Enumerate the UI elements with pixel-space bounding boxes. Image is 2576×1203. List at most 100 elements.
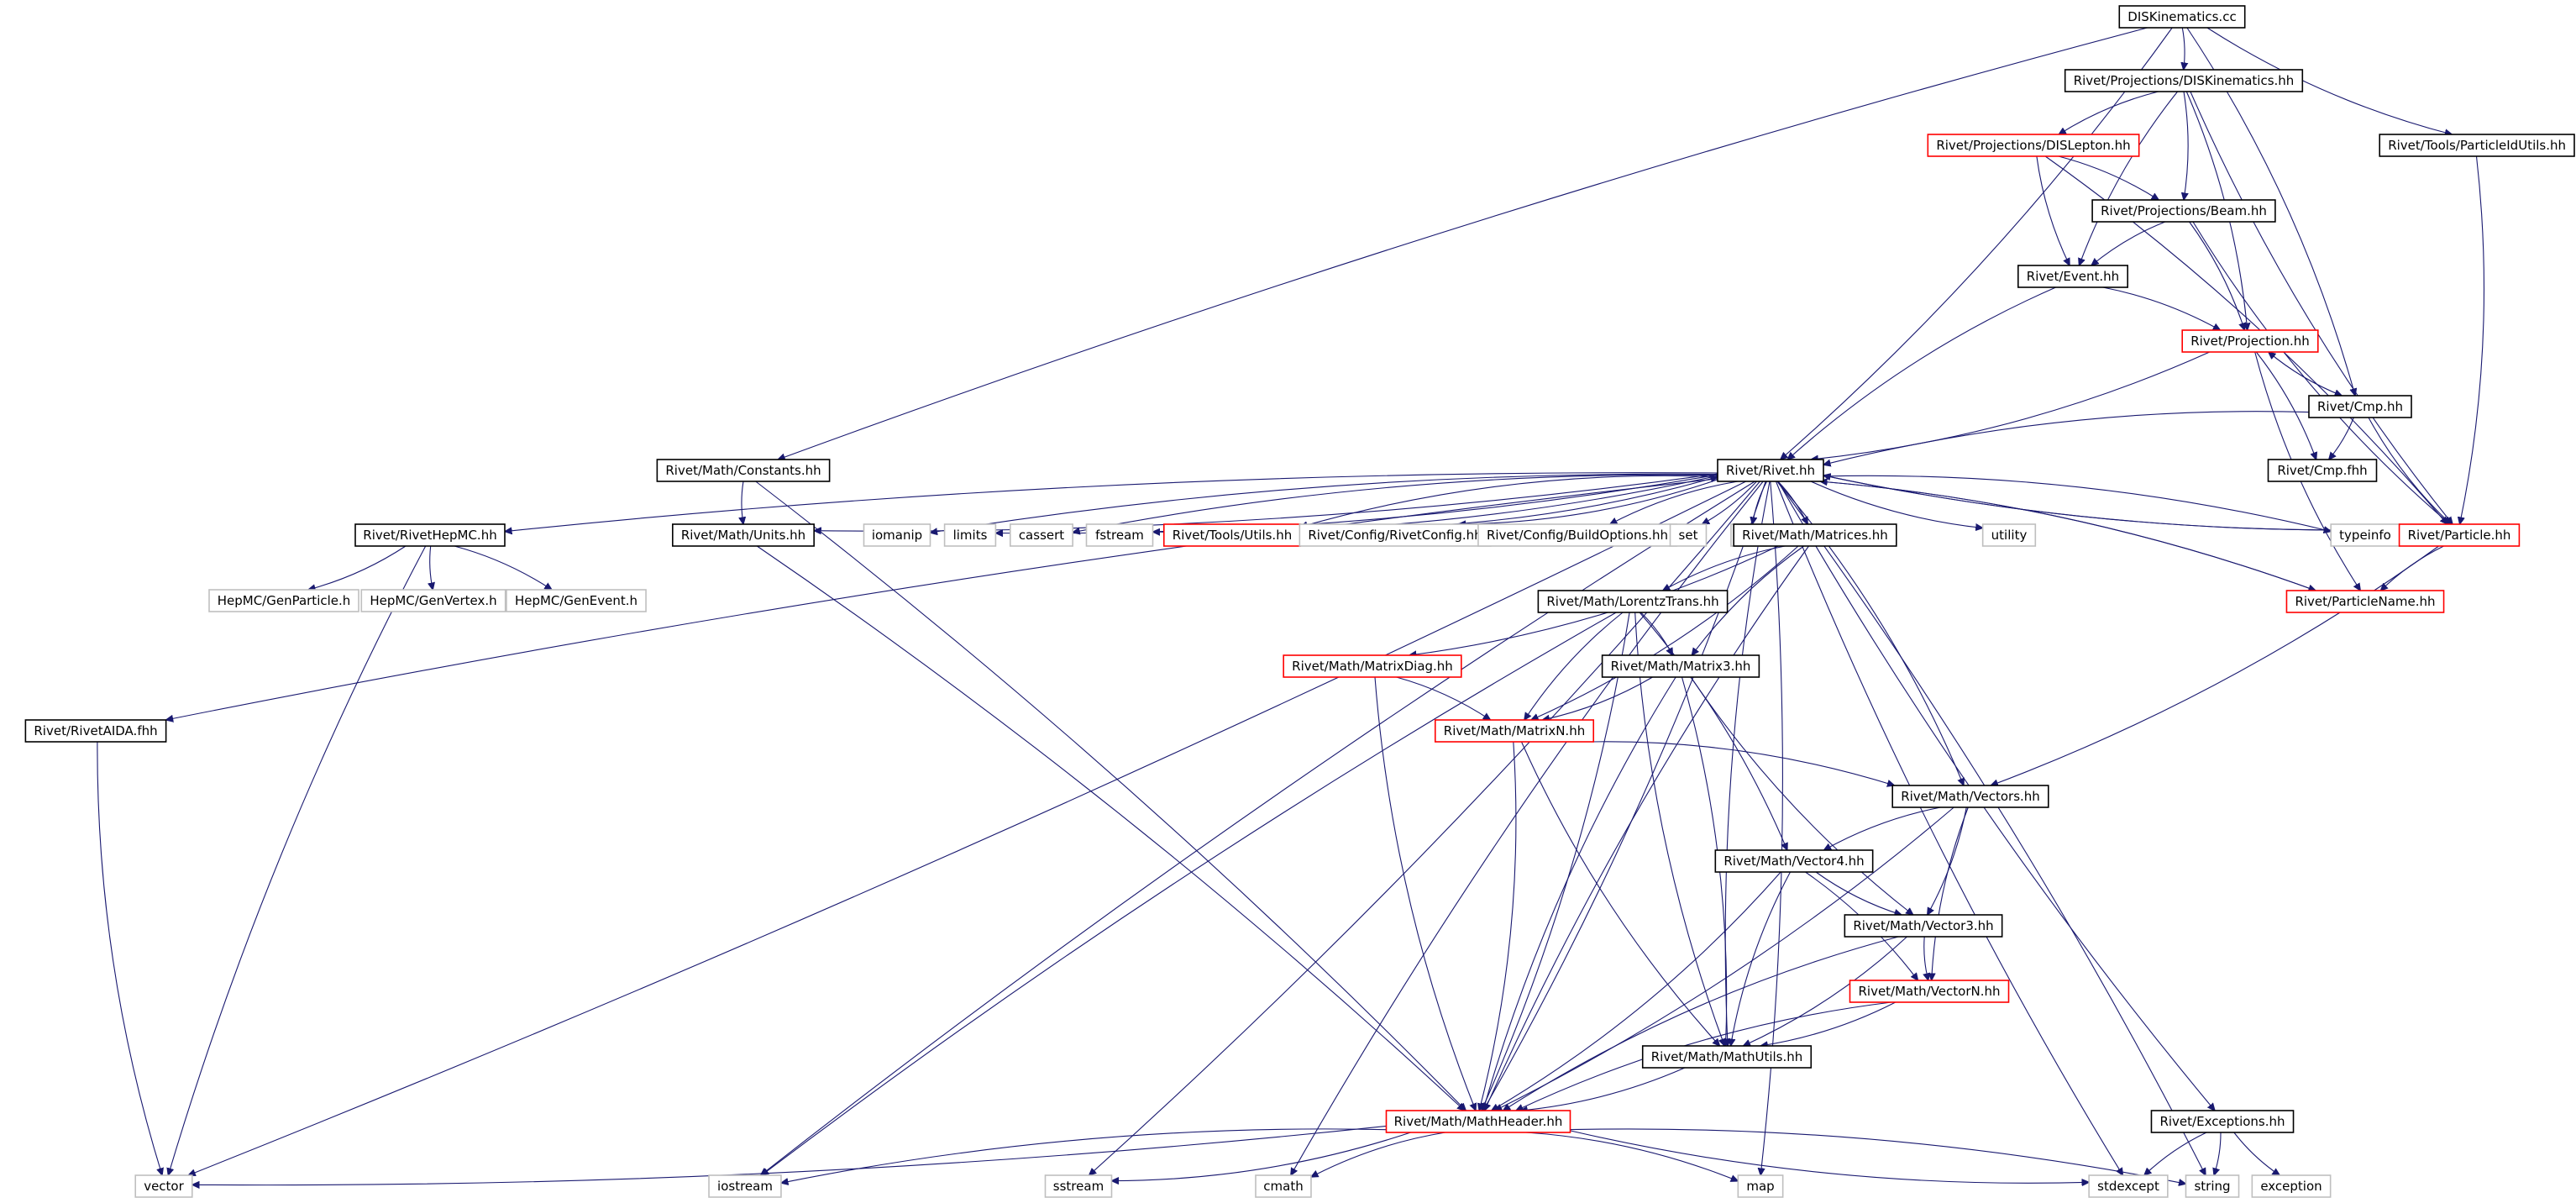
edge-rivet-to-sstream (1089, 481, 1760, 1175)
graph-node-set[interactable]: set (1669, 523, 1708, 547)
edge-rivet-to-iomanip (931, 473, 1718, 533)
edge-proj-to-cmp (2268, 351, 2342, 396)
node-box (1714, 849, 1874, 873)
node-box (2251, 1174, 2332, 1198)
graph-node-m3[interactable]: Rivet/Math/Matrix3.hh (1601, 654, 1760, 678)
graph-node-mn[interactable]: Rivet/Math/MatrixN.hh (1434, 719, 1595, 743)
node-box (863, 523, 931, 547)
graph-node-particle[interactable]: Rivet/Particle.hh (2398, 523, 2521, 547)
edge-rivet-to-set (1702, 481, 1757, 524)
graph-node-cmath[interactable]: cmath (1255, 1174, 1312, 1198)
edge-matrices-to-m3 (1692, 545, 1805, 655)
graph-node-lorentz[interactable]: Rivet/Math/LorentzTrans.hh (1537, 590, 1729, 613)
edge-vectors-to-vn (1932, 806, 1969, 980)
node-box (2185, 1174, 2240, 1198)
graph-node-utility[interactable]: utility (1981, 523, 2037, 547)
graph-node-fstream[interactable]: fstream (1085, 523, 1154, 547)
node-label: HepMC/GenVertex.h (370, 593, 496, 608)
node-label: string (2194, 1179, 2230, 1194)
edge-units-to-mheader (756, 545, 1464, 1111)
node-label: HepMC/GenEvent.h (515, 593, 637, 608)
graph-node-sstream[interactable]: sstream (1044, 1174, 1113, 1198)
node-label: Rivet/Config/RivetConfig.hh (1308, 528, 1482, 543)
graph-node-rivet[interactable]: Rivet/Rivet.hh (1717, 459, 1824, 482)
edge-mdiag-to-mn (1396, 676, 1491, 720)
edge-pbeam-to-proj (2189, 221, 2245, 330)
node-label: Rivet/RivetHepMC.hh (363, 528, 496, 543)
graph-node-string[interactable]: string (2185, 1174, 2240, 1198)
graph-node-mdiag[interactable]: Rivet/Math/MatrixDiag.hh (1283, 654, 1462, 678)
node-label: Rivet/Exceptions.hh (2159, 1114, 2285, 1129)
graph-node-v4[interactable]: Rivet/Math/Vector4.hh (1714, 849, 1874, 873)
graph-node-event[interactable]: Rivet/Event.hh (2017, 265, 2128, 288)
node-label: iostream (717, 1179, 773, 1194)
graph-node-cmp[interactable]: Rivet/Cmp.hh (2308, 395, 2412, 418)
graph-node-root[interactable]: DISKinematics.cc (2118, 5, 2246, 29)
node-box (1981, 523, 2037, 547)
edge-vn-to-mheader (1516, 1001, 1892, 1111)
graph-node-pbeam[interactable]: Rivet/Projections/Beam.hh (2091, 199, 2276, 223)
graph-node-rcfg[interactable]: Rivet/Config/RivetConfig.hh (1298, 523, 1492, 547)
graph-node-map[interactable]: map (1737, 1174, 1784, 1198)
graph-node-typeinfo[interactable]: typeinfo (2330, 523, 2400, 547)
graph-node-stdexcept[interactable]: stdexcept (2088, 1174, 2169, 1198)
graph-node-consts[interactable]: Rivet/Math/Constants.hh (656, 459, 831, 482)
graph-node-cmpf[interactable]: Rivet/Cmp.fhh (2267, 459, 2378, 482)
graph-node-tutils[interactable]: Rivet/Tools/Utils.hh (1162, 523, 1302, 547)
node-box (2091, 199, 2276, 223)
graph-node-exception[interactable]: exception (2251, 1174, 2332, 1198)
node-label: limits (953, 528, 988, 543)
node-label: Rivet/Cmp.hh (2317, 399, 2403, 414)
graph-node-iomanip[interactable]: iomanip (863, 523, 931, 547)
graph-node-pdislep[interactable]: Rivet/Projections/DISLepton.hh (1927, 134, 2140, 157)
node-box (1537, 590, 1729, 613)
node-label: Rivet/Math/Units.hh (681, 528, 805, 543)
edge-root-to-consts (778, 27, 2148, 460)
node-label: Rivet/ParticleName.hh (2295, 594, 2435, 609)
graph-node-tpid[interactable]: Rivet/Tools/ParticleIdUtils.hh (2379, 134, 2575, 157)
edge-m3-to-v3 (1690, 676, 1913, 915)
graph-node-vector[interactable]: vector (134, 1174, 193, 1198)
graph-node-genevent[interactable]: HepMC/GenEvent.h (506, 589, 647, 612)
graph-node-hepmc[interactable]: Rivet/RivetHepMC.hh (354, 523, 506, 547)
edge-root-to-pdiskin (2182, 27, 2185, 70)
graph-node-mutils[interactable]: Rivet/Math/MathUtils.hh (1641, 1045, 1813, 1069)
graph-node-vn[interactable]: Rivet/Math/VectorN.hh (1849, 980, 2010, 1003)
graph-node-bopt[interactable]: Rivet/Config/BuildOptions.hh (1477, 523, 1677, 547)
edge-consts-to-mheader (755, 481, 1466, 1111)
graph-node-exceptions[interactable]: Rivet/Exceptions.hh (2150, 1110, 2295, 1133)
graph-node-mheader[interactable]: Rivet/Math/MathHeader.hh (1385, 1110, 1571, 1133)
graph-node-units[interactable]: Rivet/Math/Units.hh (672, 523, 815, 547)
graph-node-matrices[interactable]: Rivet/Math/Matrices.hh (1733, 523, 1897, 547)
graph-node-limits[interactable]: limits (943, 523, 997, 547)
node-box (672, 523, 815, 547)
edge-vn-to-mutils (1760, 1001, 1897, 1046)
node-label: HepMC/GenParticle.h (218, 593, 351, 608)
edge-pdiskin-to-particle (2190, 91, 2453, 524)
graph-node-pdiskin[interactable]: Rivet/Projections/DISKinematics.hh (2064, 69, 2304, 92)
edge-matrices-to-mheader (1485, 545, 1809, 1111)
graph-node-genvertex[interactable]: HepMC/GenVertex.h (360, 589, 506, 612)
graph-node-pname[interactable]: Rivet/ParticleName.hh (2285, 590, 2445, 613)
node-label: typeinfo (2339, 528, 2391, 543)
node-label: Rivet/Math/MatrixDiag.hh (1292, 659, 1453, 674)
node-box (1010, 523, 1073, 547)
node-box (1737, 1174, 1784, 1198)
edge-mheader-to-cmath (1311, 1132, 1445, 1177)
node-label: Rivet/Cmp.fhh (2277, 463, 2367, 478)
graph-node-genparticle[interactable]: HepMC/GenParticle.h (208, 589, 359, 612)
graph-node-cassert[interactable]: cassert (1010, 523, 1073, 547)
edge-lorentz-to-m3 (1640, 612, 1673, 655)
node-label: Rivet/Projection.hh (2190, 334, 2310, 349)
graph-node-vectors[interactable]: Rivet/Math/Vectors.hh (1891, 785, 2049, 808)
node-label: sstream (1053, 1179, 1104, 1194)
edge-cmp-to-proj (2269, 352, 2343, 397)
node-label: Rivet/Tools/ParticleIdUtils.hh (2388, 138, 2566, 153)
graph-node-proj[interactable]: Rivet/Projection.hh (2181, 329, 2319, 353)
node-label: Rivet/Math/Vector4.hh (1723, 854, 1864, 869)
graph-node-iostream[interactable]: iostream (708, 1174, 782, 1198)
edge-rivet-to-mutils (1725, 481, 1771, 1046)
graph-node-aida[interactable]: Rivet/RivetAIDA.fhh (24, 719, 167, 743)
graph-node-v3[interactable]: Rivet/Math/Vector3.hh (1844, 914, 2003, 938)
edge-matrices-to-lorentz (1663, 545, 1786, 591)
